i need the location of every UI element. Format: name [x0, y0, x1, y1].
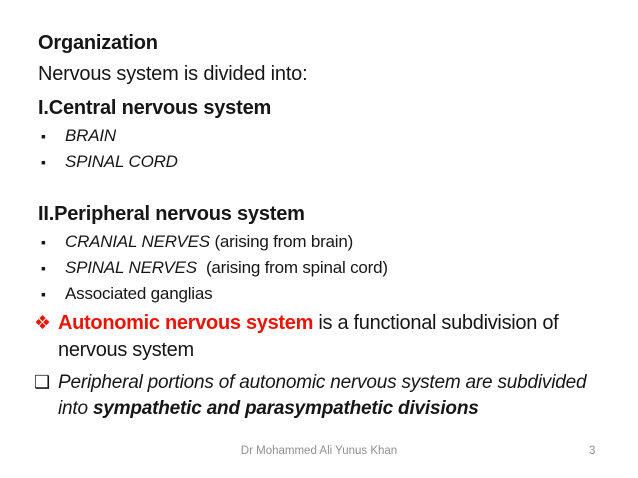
- list-item-ganglia: ▪ Associated ganglias: [38, 281, 610, 307]
- subdivision-text: Peripheral portions of autonomic nervous…: [58, 370, 587, 422]
- footer-author: Dr Mohammed Ali Yunus Khan: [240, 445, 398, 457]
- autonomic-rest: is a functional subdivision of: [318, 312, 559, 334]
- slide-title: Organization: [38, 32, 158, 54]
- section-title-peripheral: II.Peripheral nervous system: [38, 203, 305, 225]
- section-title-central: I.Central nervous system: [38, 97, 272, 119]
- list-item-spinal-cord: ▪ SPINAL CORD: [38, 149, 610, 175]
- filled-square-bullet-icon: ▪: [41, 128, 46, 144]
- autonomic-line2: nervous system: [58, 339, 194, 361]
- hollow-square-bullet-icon: ❑: [34, 372, 50, 392]
- subdivision-line2-lead: into: [58, 398, 88, 419]
- section-spacer: [38, 175, 610, 202]
- subdivision-line1: Peripheral portions of autonomic nervous…: [58, 372, 587, 393]
- autonomic-highlight: Autonomic nervous system: [58, 312, 314, 334]
- list-item-label: SPINAL CORD: [65, 152, 178, 171]
- subdivision-emphasis: sympathetic and parasympathetic division…: [92, 398, 479, 419]
- intro-line: Nervous system is divided into:: [38, 63, 308, 85]
- filled-square-bullet-icon: ▪: [41, 234, 46, 250]
- autonomic-text: Autonomic nervous system is a functional…: [58, 310, 559, 364]
- nerve-note: (arising from brain): [214, 232, 354, 251]
- subdivision-statement: ❑ Peripheral portions of autonomic nervo…: [34, 369, 610, 422]
- central-list: ▪ BRAIN ▪ SPINAL CORD: [38, 123, 610, 175]
- filled-square-bullet-icon: ▪: [41, 286, 46, 302]
- filled-square-bullet-icon: ▪: [41, 260, 46, 276]
- nerve-name: SPINAL NERVES: [65, 258, 197, 277]
- list-item-brain: ▪ BRAIN: [38, 123, 610, 149]
- peripheral-list: ▪ CRANIAL NERVES (arising from brain) ▪ …: [38, 229, 610, 307]
- list-item-label: CRANIAL NERVES (arising from brain): [65, 229, 353, 255]
- list-item-spinal-nerves: ▪ SPINAL NERVES (arising from spinal cor…: [38, 255, 610, 281]
- list-item-label: SPINAL NERVES (arising from spinal cord): [65, 255, 388, 281]
- filled-square-bullet-icon: ▪: [41, 154, 46, 170]
- nerve-note: (arising from spinal cord): [205, 258, 388, 277]
- autonomic-statement: ❖ Autonomic nervous system is a function…: [34, 310, 610, 364]
- nerve-name: CRANIAL NERVES: [65, 232, 210, 251]
- four-diamond-bullet-icon: ❖: [34, 313, 51, 334]
- slide-content: Organization Nervous system is divided i…: [34, 32, 610, 422]
- list-item-label: BRAIN: [65, 126, 116, 145]
- footer-page-number: 3: [589, 445, 596, 457]
- list-item-label: Associated ganglias: [65, 284, 213, 303]
- list-item-cranial-nerves: ▪ CRANIAL NERVES (arising from brain): [38, 229, 610, 255]
